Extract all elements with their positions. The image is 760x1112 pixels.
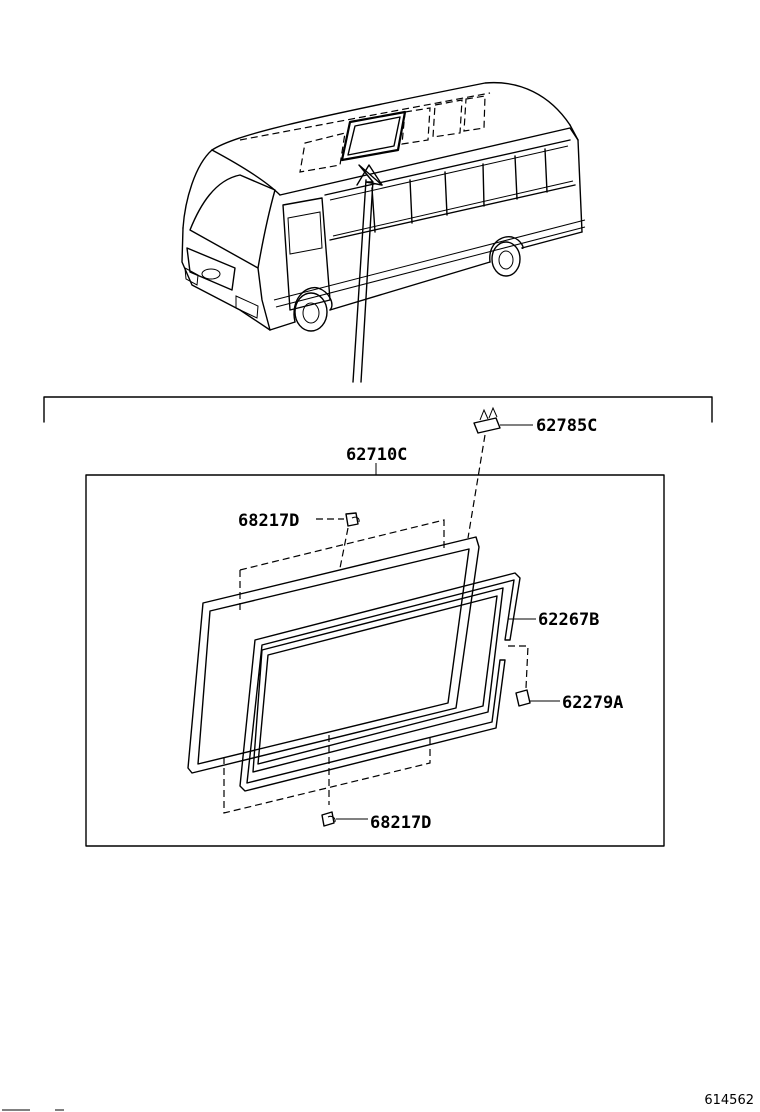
label-62785c: 62785C [536,416,597,436]
assembly-bracket [43,396,713,423]
label-62267b: 62267B [538,610,599,630]
clip-lower [321,811,368,827]
cap-62279a [515,689,560,707]
illustration-code: 614562 [704,1093,754,1108]
bus-illustration [181,81,586,332]
label-68217d-lower: 68217D [370,813,431,833]
label-62279a: 62279A [562,693,623,713]
label-62710c: 62710C [346,445,407,465]
label-68217d-upper: 68217D [238,511,299,531]
corner-piece-62785c [473,406,533,434]
callout-arrow [352,164,383,383]
clip-upper [316,512,360,527]
outer-frame [187,536,480,774]
weatherstrip-62267b [239,572,521,792]
assembly-box [85,474,665,847]
